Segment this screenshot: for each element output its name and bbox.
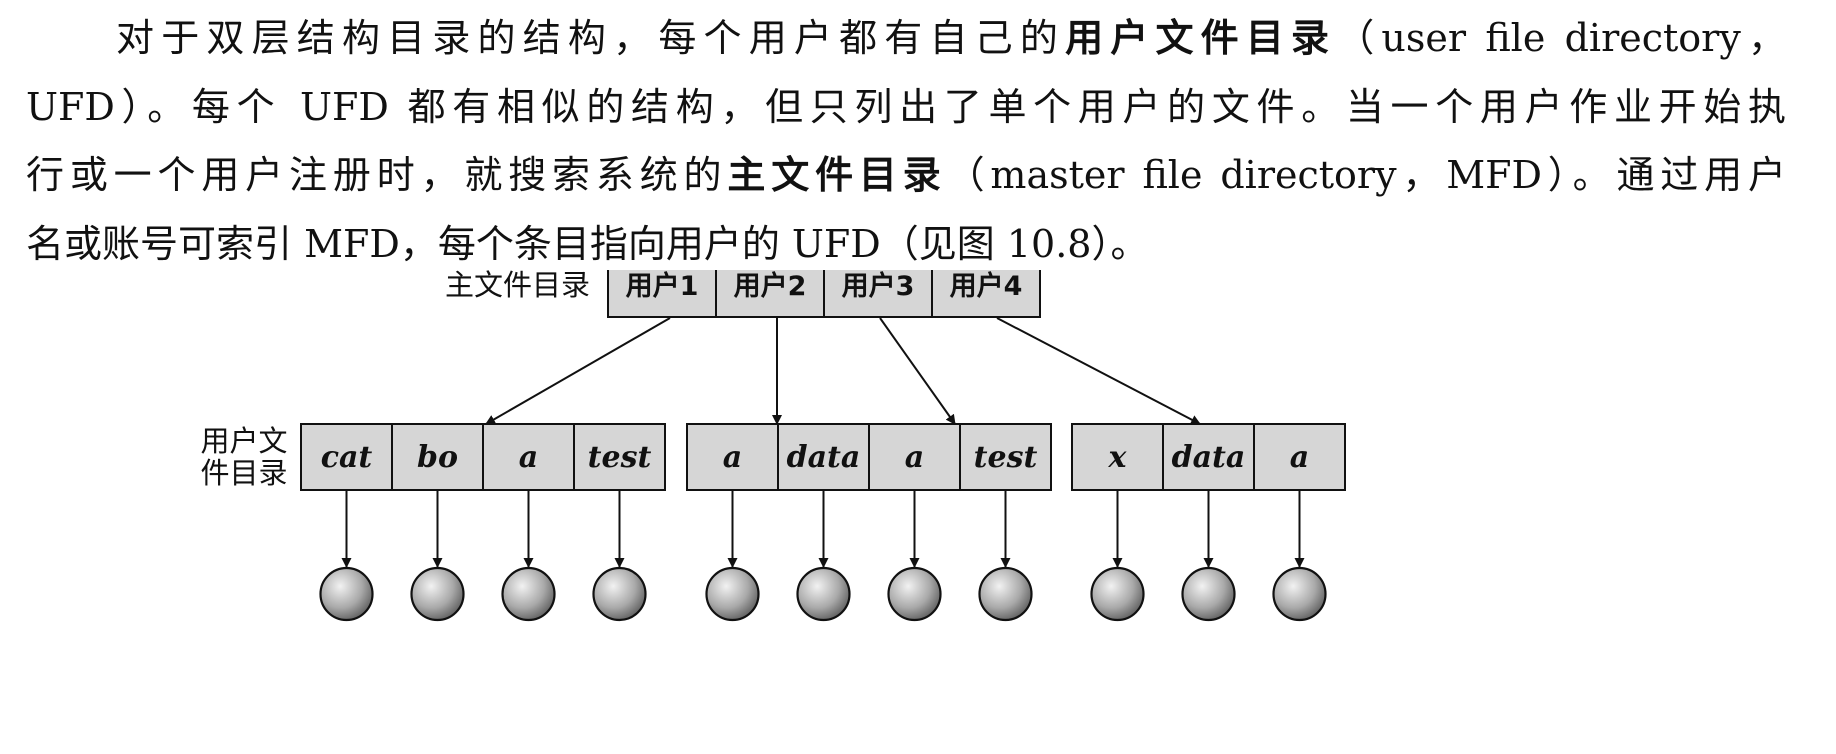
text-run: 对于双层结构目录的结构，每个用户都有自己的 bbox=[116, 16, 1066, 60]
ufd-entry-label: test bbox=[974, 440, 1038, 475]
mfd-entry: 用户3 bbox=[823, 270, 933, 318]
ufd-label: 用户文件目录 bbox=[200, 424, 287, 490]
paragraph-line: UFD）。每个 UFD 都有相似的结构，但只列出了单个用户的文件。当一个用户作业… bbox=[26, 73, 1786, 142]
ufd-entry: test bbox=[573, 423, 666, 491]
ufd-entry-label: test bbox=[588, 440, 652, 475]
mfd-to-ufd-arrow bbox=[485, 317, 671, 425]
file-node bbox=[319, 566, 374, 622]
ufd-entry-label: cat bbox=[321, 440, 373, 475]
paragraph-line: 名或账号可索引 MFD，每个条目指向用户的 UFD（见图 10.8）。 bbox=[26, 210, 1786, 279]
file-node bbox=[1090, 566, 1145, 622]
ufd-entry: data bbox=[1162, 423, 1255, 491]
file-node bbox=[501, 566, 556, 622]
ufd-entry: a bbox=[482, 423, 575, 491]
text-run: 名或账号可索引 MFD，每个条目指向用户的 UFD（见图 10.8）。 bbox=[26, 221, 1149, 266]
ufd-entry-label: data bbox=[787, 440, 861, 475]
paragraph-line: 行或一个用户注册时，就搜索系统的主文件目录（master file direct… bbox=[26, 141, 1786, 210]
paragraph-line: 对于双层结构目录的结构，每个用户都有自己的用户文件目录（user file di… bbox=[26, 4, 1786, 73]
ufd-entry: a bbox=[1253, 423, 1346, 491]
bold-term: 主文件目录 bbox=[727, 153, 947, 197]
ufd-entry: a bbox=[868, 423, 961, 491]
ufd-entry-label: data bbox=[1172, 440, 1246, 475]
mfd-label: 主文件目录 bbox=[445, 270, 590, 302]
mfd-entry: 用户4 bbox=[931, 270, 1041, 318]
text-run: 行或一个用户注册时，就搜索系统的 bbox=[26, 153, 728, 197]
ufd-entry: cat bbox=[300, 423, 393, 491]
ufd-entry-label: a bbox=[1290, 440, 1309, 475]
file-node bbox=[887, 566, 942, 622]
file-node bbox=[796, 566, 851, 622]
ufd-entry: a bbox=[686, 423, 779, 491]
file-node bbox=[705, 566, 760, 622]
file-node bbox=[1181, 566, 1236, 622]
mfd-entry-label: 用户2 bbox=[734, 270, 807, 302]
mfd-entry-label: 用户3 bbox=[842, 270, 915, 302]
text-run: UFD）。每个 UFD 都有相似的结构，但只列出了单个用户的文件。当一个用户作业… bbox=[26, 84, 1786, 129]
ufd-entry-label: a bbox=[519, 440, 538, 475]
ufd-entry: x bbox=[1071, 423, 1164, 491]
body-paragraph: 对于双层结构目录的结构，每个用户都有自己的用户文件目录（user file di… bbox=[26, 4, 1786, 278]
mfd-entry-label: 用户1 bbox=[626, 270, 699, 302]
file-node bbox=[978, 566, 1033, 622]
text-run: （master file directory，MFD）。通过用户 bbox=[946, 153, 1786, 197]
mfd-entry: 用户1 bbox=[607, 270, 717, 318]
mfd-entry-label: 用户4 bbox=[950, 270, 1023, 302]
ufd-entry-label: x bbox=[1108, 440, 1128, 475]
ufd-entry-label: a bbox=[905, 440, 924, 475]
ufd-entry-label: bo bbox=[417, 440, 458, 475]
ufd-label-line: 件目录 bbox=[200, 456, 287, 490]
mfd-entry: 用户2 bbox=[715, 270, 825, 318]
mfd-to-ufd-arrow bbox=[996, 317, 1201, 425]
bold-term: 用户文件目录 bbox=[1065, 16, 1337, 60]
ufd-entry: test bbox=[959, 423, 1052, 491]
file-node bbox=[1272, 566, 1327, 622]
file-node bbox=[410, 566, 465, 622]
mfd-to-ufd-arrow bbox=[879, 317, 956, 425]
ufd-entry-label: a bbox=[723, 440, 742, 475]
text-run: （user file directory， bbox=[1336, 16, 1786, 60]
file-node bbox=[592, 566, 647, 622]
ufd-entry: data bbox=[777, 423, 870, 491]
ufd-entry: bo bbox=[391, 423, 484, 491]
ufd-label-line: 用户文 bbox=[200, 424, 287, 458]
